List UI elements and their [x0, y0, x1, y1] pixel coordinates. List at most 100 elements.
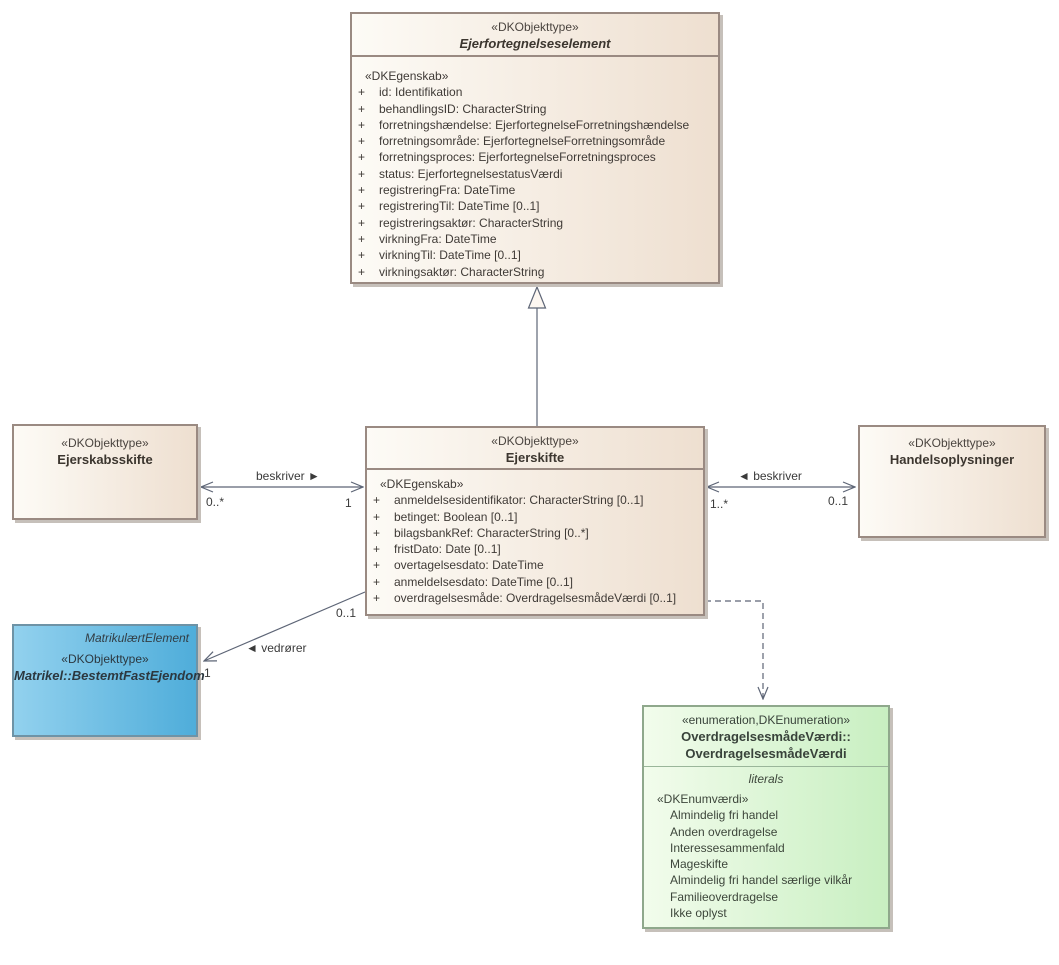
attribute-row: + betinget: Boolean [0..1] [367, 509, 703, 525]
attribute-text: virkningFra: DateTime [379, 231, 497, 246]
attribute-text: virkningTil: DateTime [0..1] [379, 248, 521, 263]
visibility-plus: + [373, 558, 381, 573]
attribute-row: + registreringsaktør: CharacterString [352, 215, 718, 231]
attribute-row: + virkningFra: DateTime [352, 231, 718, 247]
visibility-plus: + [358, 231, 366, 246]
visibility-plus: + [373, 542, 381, 557]
attribute-row: + anmeldelsesidentifikator: CharacterStri… [367, 492, 703, 508]
attribute-row: +registreringFra: DateTime [352, 182, 718, 198]
association-name-vedroerer: ◄ vedrører [246, 641, 307, 655]
attribute-text: anmeldelsesdato: DateTime [0..1] [394, 574, 573, 589]
association-name-beskriver-right: ◄ beskriver [738, 469, 802, 483]
attribute-text: virkningsaktør: CharacterString [379, 264, 545, 279]
attribute-text: overtagelsesdato: DateTime [394, 558, 544, 573]
attribute-row: + status: EjerfortegnelsestatusVærdi [352, 166, 718, 182]
attribute-row: + virkningTil: DateTime [0..1] [352, 247, 718, 263]
enumeration-overdragelsesmaadevaerdi: «enumeration,DKEnumeration» Overdragelse… [642, 705, 890, 929]
visibility-plus: + [358, 166, 366, 181]
visibility-plus: + [358, 101, 366, 116]
class-header: «DKObjekttype» Ejerskabsskifte [14, 426, 196, 468]
attribute-row: + overtagelsesdato: DateTime [367, 557, 703, 573]
visibility-plus: + [373, 493, 381, 508]
class-bestemtfastejendom: MatrikulærtElement «DKObjekttype» Matrik… [12, 624, 205, 737]
class-ejerfortegnelseselement: «DKObjekttype» Ejerfortegnelseselement «… [350, 12, 720, 284]
enumeration-name-line1: OverdragelsesmådeVærdi:: [681, 729, 851, 744]
literals-compartment: literals «DKEnumværdi» Almindelig fri ha… [644, 767, 888, 921]
parent-classifier-label: MatrikulærtElement [84, 631, 189, 645]
attribute-text: registreringsaktør: CharacterString [379, 215, 564, 230]
attribute-text: forretningshændelse: EjerfortegnelseForr… [379, 117, 690, 132]
literal-row: Interessesammenfald [670, 840, 785, 855]
attribute-row: + virkningsaktør: CharacterString [352, 264, 718, 280]
visibility-plus: + [358, 248, 366, 263]
class-stereotype: «DKObjekttype» [61, 436, 149, 450]
attribute-text: forretningsproces: EjerfortegnelseForret… [379, 150, 656, 165]
enumeration-header: «enumeration,DKEnumeration» Overdragelse… [644, 707, 888, 767]
association-name-beskriver-left: beskriver ► [256, 469, 320, 483]
visibility-plus: + [373, 591, 381, 606]
attributes-compartment: «DKEgenskab» +id: Identifikation +behand… [352, 57, 718, 280]
attribute-text: fristDato: Date [0..1] [394, 542, 501, 557]
attribute-row: + forretningshændelse: EjerfortegnelseFor… [352, 117, 718, 133]
generalization-triangle-icon [527, 285, 547, 309]
attribute-text: status: EjerfortegnelsestatusVærdi [379, 166, 563, 181]
literals-compartment-label: literals [748, 772, 784, 786]
class-stereotype: «DKObjekttype» [491, 20, 579, 34]
class-stereotype: «DKObjekttype» [908, 436, 996, 450]
literals-stereotype: «DKEnumværdi» [657, 792, 749, 806]
visibility-plus: + [358, 150, 366, 165]
attribute-row: + forretningsproces: EjerfortegnelseForre… [352, 149, 718, 165]
generalization-ejerskifte-to-ejerfortegnelseselement [527, 285, 547, 426]
visibility-plus: + [358, 183, 366, 198]
attribute-row: +forretningsområde: EjerfortegnelseForre… [352, 133, 718, 149]
attribute-row: +registreringTil: DateTime [0..1] [352, 198, 718, 214]
multiplicity-1-star: 1..* [710, 497, 729, 511]
class-ejerskabsskifte: «DKObjekttype» Ejerskabsskifte [12, 424, 198, 520]
visibility-plus: + [358, 264, 366, 279]
attribute-text: behandlingsID: CharacterString [379, 101, 547, 116]
literal-row: Almindelig fri handel [670, 808, 779, 823]
attribute-text: overdragelsesmåde: OverdragelsesmådeVærd… [394, 591, 677, 606]
literal-row: Ikke oplyst [670, 906, 727, 921]
class-header: «DKObjekttype» Ejerfortegnelseselement [352, 14, 718, 57]
visibility-plus: + [358, 215, 366, 230]
visibility-plus: + [358, 199, 366, 214]
attribute-row: + fristDato: Date [0..1] [367, 541, 703, 557]
class-name: Matrikel::BestemtFastEjendom [14, 668, 205, 683]
visibility-plus: + [358, 85, 366, 100]
visibility-plus: + [358, 134, 366, 149]
attribute-text: betinget: Boolean [0..1] [394, 509, 518, 524]
literal-row: Mageskifte [670, 857, 729, 872]
enumeration-stereotype: «enumeration,DKEnumeration» [681, 713, 851, 727]
class-name: Ejerfortegnelseselement [459, 36, 611, 51]
multiplicity-1-left: 1 [345, 496, 352, 510]
multiplicity-0-1-vedroerer: 0..1 [336, 606, 357, 620]
class-ejerskifte: «DKObjekttype» Ejerskifte «DKEgenskab» +… [365, 426, 705, 616]
attribute-row: + bilagsbankRef: CharacterString [0..*] [367, 525, 703, 541]
visibility-plus: + [373, 525, 381, 540]
attribute-row: + overdragelsesmåde: OverdragelsesmådeVær… [367, 590, 703, 606]
attribute-row: + behandlingsID: CharacterString [352, 101, 718, 117]
attribute-text: id: Identifikation [379, 85, 463, 100]
attribute-row: +anmeldelsesdato: DateTime [0..1] [367, 574, 703, 590]
multiplicity-0-star: 0..* [206, 495, 225, 509]
class-header: «DKObjekttype» Ejerskifte [367, 428, 703, 470]
class-stereotype: «DKObjekttype» [491, 434, 579, 448]
attribute-text: anmeldelsesidentifikator: CharacterStrin… [394, 493, 644, 508]
visibility-plus: + [373, 509, 381, 524]
dependency-line-overdragelsesmaade [705, 600, 763, 699]
multiplicity-1-ejendom: 1 [204, 666, 211, 680]
class-header: «DKObjekttype» Matrikel::BestemtFastEjen… [14, 645, 205, 684]
class-stereotype: «DKObjekttype» [61, 652, 149, 666]
visibility-plus: + [358, 117, 366, 132]
attributes-compartment: «DKEgenskab» + anmeldelsesidentifikator: … [367, 470, 703, 606]
literal-row: Anden overdragelse [670, 824, 778, 839]
attributes-stereotype: «DKEgenskab» [380, 477, 464, 491]
class-name: Ejerskifte [505, 450, 565, 465]
attribute-text: bilagsbankRef: CharacterString [0..*] [394, 525, 589, 540]
class-name: Handelsoplysninger [889, 452, 1015, 467]
literal-row: Familieoverdragelse [670, 889, 779, 904]
enumeration-name-line2: OverdragelsesmådeVærdi [685, 746, 847, 761]
attribute-row: + id: Identifikation [352, 84, 718, 100]
